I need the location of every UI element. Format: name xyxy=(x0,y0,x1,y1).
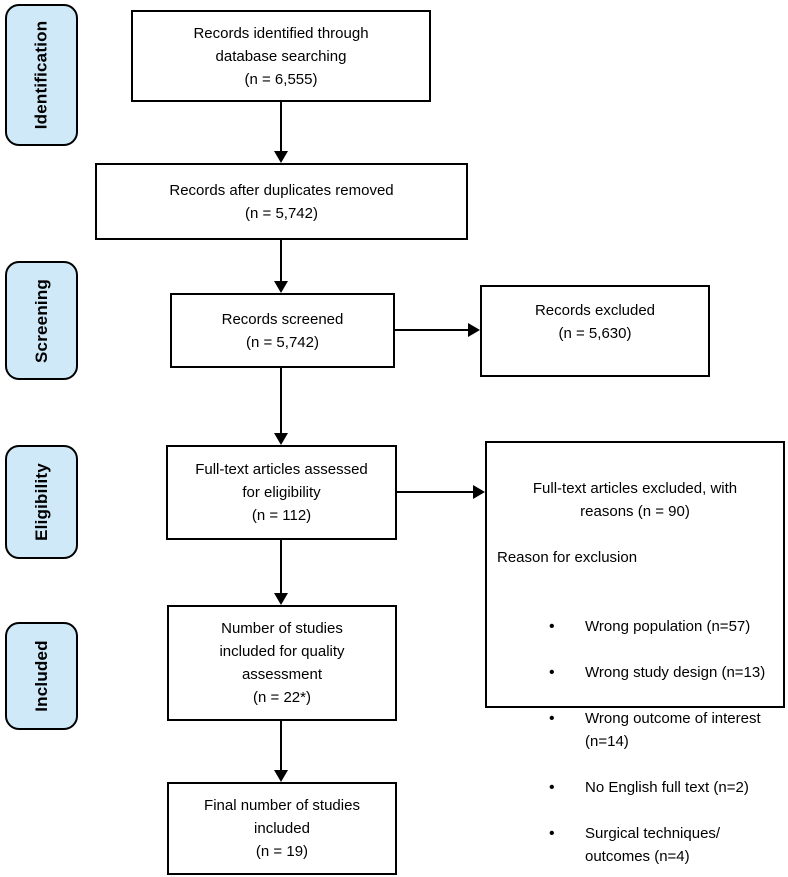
arrowhead-right-icon xyxy=(468,323,480,337)
box-fulltext-excluded-reasons: Full-text articles excluded, with reason… xyxy=(485,441,785,865)
exclusion-reason-list: Wrong population (n=57) Wrong study desi… xyxy=(495,592,775,877)
list-item: Wrong outcome of interest (n=14) xyxy=(549,707,775,753)
box-records-excluded: Records excluded (n = 5,630) xyxy=(480,285,710,377)
arrow-line xyxy=(280,368,282,434)
arrowhead-down-icon xyxy=(274,281,288,293)
box-final-included: Final number of studies included (n = 19… xyxy=(167,782,397,875)
arrow-line xyxy=(395,329,469,331)
box-fulltext-assessed: Full-text articles assessed for eligibil… xyxy=(166,445,397,540)
arrow-line xyxy=(280,721,282,771)
stage-label-text: Screening xyxy=(31,278,51,363)
arrow-line xyxy=(397,491,474,493)
arrowhead-down-icon xyxy=(274,433,288,445)
box-records-identified: Records identified through database sear… xyxy=(131,10,431,102)
stage-label-identification: Identification xyxy=(5,4,78,146)
arrowhead-down-icon xyxy=(274,770,288,782)
list-item: Surgical techniques/ outcomes (n=4) xyxy=(549,822,775,868)
arrowhead-down-icon xyxy=(274,151,288,163)
stage-label-text: Included xyxy=(31,640,51,712)
arrow-line xyxy=(280,540,282,594)
reason-for-exclusion-label: Reason for exclusion xyxy=(497,549,638,566)
arrowhead-right-icon xyxy=(473,485,485,499)
list-item: Wrong study design (n=13) xyxy=(549,661,775,684)
arrow-line xyxy=(280,240,282,282)
stage-label-included: Included xyxy=(5,622,78,730)
box-duplicates-removed: Records after duplicates removed (n = 5,… xyxy=(95,163,468,240)
list-item: Wrong population (n=57) xyxy=(549,615,775,638)
stage-label-text: Eligibility xyxy=(31,463,51,541)
box-records-screened: Records screened (n = 5,742) xyxy=(170,293,395,368)
list-item: No English full text (n=2) xyxy=(549,776,775,799)
stage-label-screening: Screening xyxy=(5,261,78,380)
fulltext-excluded-header: Full-text articles excluded, with reason… xyxy=(532,480,738,520)
box-quality-assessment: Number of studies included for quality a… xyxy=(167,605,397,721)
arrow-line xyxy=(280,102,282,152)
stage-label-eligibility: Eligibility xyxy=(5,445,78,559)
stage-label-text: Identification xyxy=(31,20,51,130)
arrowhead-down-icon xyxy=(274,593,288,605)
